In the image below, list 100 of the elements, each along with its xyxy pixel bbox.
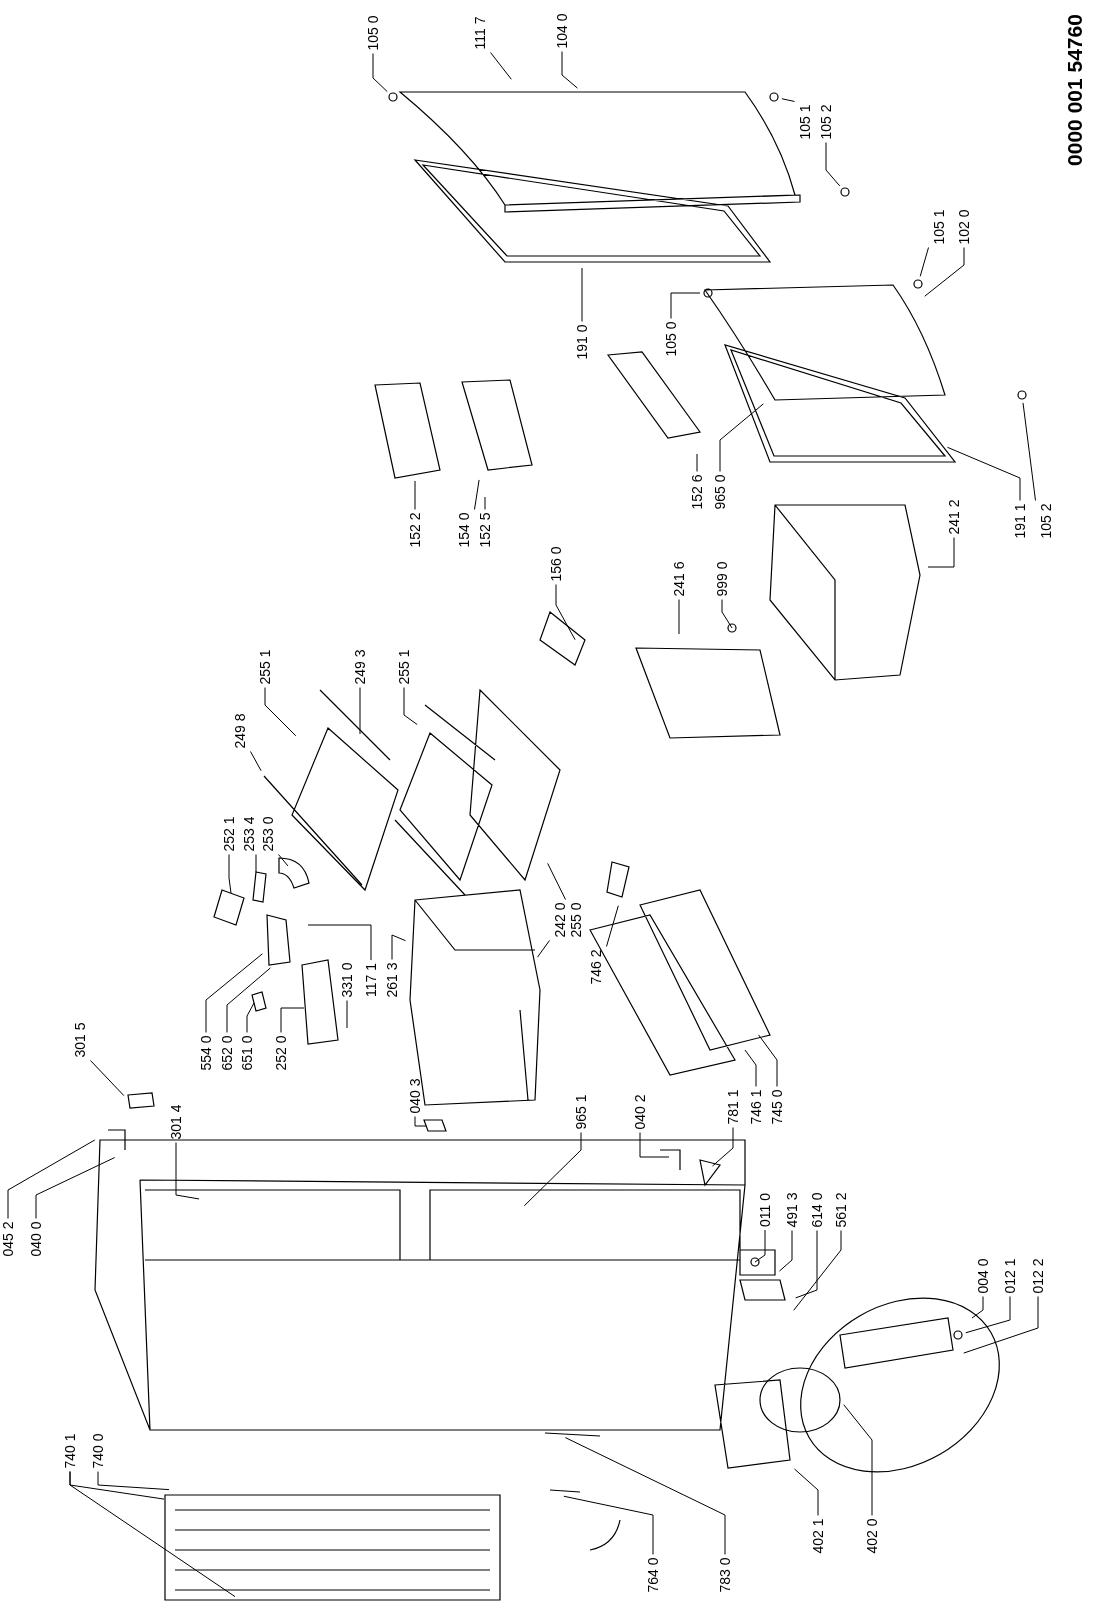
callout-number: 241 2 <box>946 499 962 535</box>
leader-line <box>965 1296 1011 1334</box>
leader-line <box>255 854 257 873</box>
callout-number: 255 1 <box>396 649 412 685</box>
callout-number: 105 1 <box>797 104 813 140</box>
callout-number: 105 2 <box>1038 503 1054 539</box>
leader-line <box>35 1157 116 1219</box>
leader-line <box>712 1127 734 1167</box>
leader-line <box>670 292 701 319</box>
callout-number: 105 0 <box>365 15 381 51</box>
callout-number: 255 0 <box>568 902 584 938</box>
leader-line <box>779 1230 793 1272</box>
callout-number: 152 2 <box>407 512 423 548</box>
callout-number: 402 1 <box>810 1518 826 1554</box>
callout-number: 740 0 <box>90 1433 106 1469</box>
callout-number: 965 1 <box>573 1094 589 1130</box>
leader-line <box>490 52 512 80</box>
callout-number: 040 2 <box>632 1094 648 1130</box>
callout-number: 045 2 <box>0 1221 16 1257</box>
callout-number: 156 0 <box>548 546 564 582</box>
callout-number: 402 0 <box>864 1518 880 1554</box>
callout-number: 154 0 <box>456 512 472 548</box>
callout-number: 746 2 <box>588 949 604 985</box>
callout-number: 012 2 <box>1030 1258 1046 1294</box>
leader-line <box>843 1404 873 1516</box>
leader-line <box>606 905 619 947</box>
leader-line <box>794 1468 819 1516</box>
callout-number: 255 1 <box>257 649 273 685</box>
callout-number: 241 6 <box>671 561 687 597</box>
leader-line <box>175 1142 200 1200</box>
callout-number: 652 0 <box>219 1035 235 1071</box>
callout-number: 253 0 <box>260 816 276 852</box>
leader-line <box>919 247 929 277</box>
leader-line <box>414 1116 427 1127</box>
callout-number: 111 7 <box>472 16 488 50</box>
callout-number: 152 5 <box>477 512 493 548</box>
callout-number: 105 1 <box>931 209 947 245</box>
leader-line <box>359 687 361 735</box>
callout-number: 152 6 <box>689 474 705 510</box>
leader-line <box>795 1230 818 1299</box>
leader-line <box>372 53 388 92</box>
callout-number: 740 1 <box>62 1433 78 1469</box>
callout-number: 253 4 <box>241 816 257 852</box>
leader-line <box>744 1049 757 1087</box>
leader-line <box>825 142 841 187</box>
callout-number: 491 3 <box>784 1192 800 1228</box>
leader-line <box>228 854 232 894</box>
callout-number: 040 0 <box>28 1221 44 1257</box>
callout-number: 249 3 <box>352 649 368 685</box>
callout-number: 105 0 <box>663 321 679 357</box>
leader-line <box>754 1229 766 1263</box>
callout-number: 252 1 <box>221 816 237 852</box>
leader-line <box>793 1230 842 1311</box>
leader-line <box>250 751 262 772</box>
callout-number: 191 1 <box>1012 503 1028 539</box>
callout-number: 301 4 <box>168 1104 184 1140</box>
leader-line <box>781 98 795 102</box>
leader-line <box>927 537 955 568</box>
callout-number: 783 0 <box>717 1557 733 1593</box>
leader-line <box>696 453 698 472</box>
callout-number: 301 5 <box>72 1022 88 1058</box>
leader-line <box>639 1132 670 1158</box>
callout-number: 261 3 <box>384 962 400 998</box>
callout-number: 764 0 <box>645 1557 661 1593</box>
callout-number: 104 0 <box>554 13 570 49</box>
leader-line <box>90 1060 125 1097</box>
leader-line <box>537 940 550 958</box>
leader-line <box>963 1296 1039 1354</box>
leader-line <box>564 1437 726 1555</box>
leader-line <box>678 599 680 635</box>
leader-line <box>561 51 578 89</box>
callout-number: 117 1 <box>363 963 379 997</box>
leader-line <box>581 267 583 322</box>
callout-number: 746 1 <box>748 1089 764 1125</box>
leader-line <box>721 599 733 629</box>
callout-number: 102 0 <box>956 209 972 245</box>
leader-line <box>555 584 576 641</box>
leader-line <box>414 480 416 510</box>
leader-line <box>246 1002 255 1033</box>
leader-line <box>924 247 965 297</box>
callout-number: 011 0 <box>757 1193 773 1227</box>
callout-number: 249 8 <box>232 713 248 749</box>
callout-number: 745 0 <box>769 1089 785 1125</box>
callout-number: 554 0 <box>198 1035 214 1071</box>
leader-line <box>1022 402 1036 501</box>
callout-number: 614 0 <box>809 1192 825 1228</box>
callout-number: 105 2 <box>818 104 834 140</box>
leader-line <box>484 496 486 510</box>
leader-line <box>563 1495 654 1555</box>
leader-line <box>547 862 566 900</box>
leader-line <box>278 854 289 867</box>
callout-number: 252 0 <box>273 1035 289 1071</box>
callout-number: 999 0 <box>714 561 730 597</box>
callout-number: 561 2 <box>833 1192 849 1228</box>
leader-line <box>523 1132 582 1207</box>
callout-number: 651 0 <box>239 1035 255 1071</box>
leader-line <box>474 479 480 510</box>
leader-line <box>97 1471 170 1491</box>
callout-number: 965 0 <box>712 474 728 510</box>
leader-line <box>403 687 418 725</box>
